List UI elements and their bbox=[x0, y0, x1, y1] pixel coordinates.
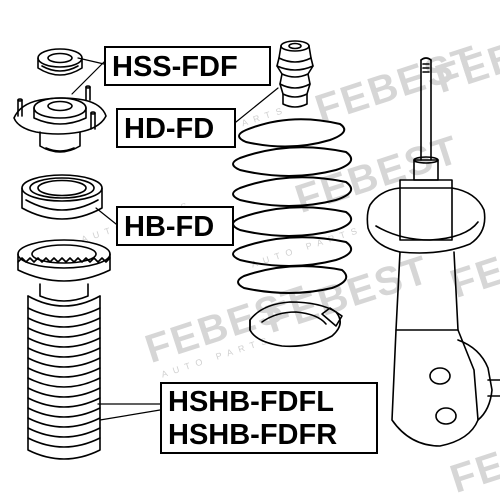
hss-fdf-seat bbox=[37, 48, 83, 76]
part-label-hd-fd: HD-FD bbox=[116, 108, 236, 148]
part-label-hb-fd: HB-FD bbox=[116, 206, 234, 246]
part-label-hshb-fdfr: HSHB-FDFR bbox=[168, 419, 338, 451]
hshb-dust-boot bbox=[17, 239, 111, 460]
part-label-hss-fdf: HSS-FDF bbox=[104, 46, 271, 86]
part-label-hshb-fdfl: HSHB-FDFL bbox=[168, 386, 334, 418]
lower-spring-seat bbox=[249, 301, 343, 348]
strut-assembly bbox=[366, 57, 500, 447]
coil-spring bbox=[232, 118, 353, 294]
hd-fd-bump-stop bbox=[276, 40, 314, 108]
leader-lines bbox=[71, 57, 279, 421]
strut-mount bbox=[13, 85, 107, 153]
part-label-hshb: HSHB-FDFL HSHB-FDFR bbox=[160, 382, 378, 454]
hb-fd-bearing bbox=[21, 174, 103, 220]
